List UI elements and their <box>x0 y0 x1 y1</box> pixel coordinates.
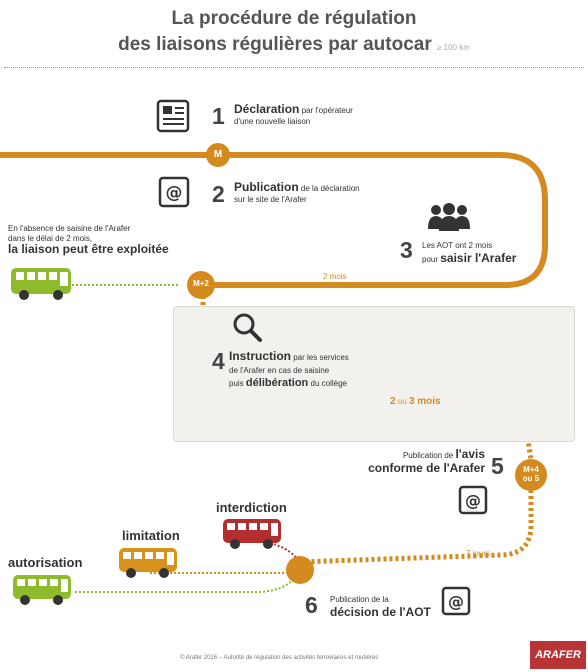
instruction-panel <box>173 306 575 442</box>
document-icon <box>155 98 191 139</box>
step-1-line2: d'une nouvelle liaison <box>234 117 311 126</box>
step-2-rest: de la déclaration <box>300 184 360 193</box>
step-2-title: Publication <box>234 180 299 194</box>
step-4-line2: de l'Arafer en cas de saisine <box>229 366 330 375</box>
red-bus-icon <box>222 517 282 556</box>
duration-2-3-mois: 2 ou 3 mois <box>390 396 441 407</box>
step-1-title: Déclaration <box>234 102 300 116</box>
left-note: En l'absence de saisine de l'Arafer dans… <box>8 224 198 256</box>
web-document-icon: @ <box>157 175 191 214</box>
node-m45-label-1: M+4 <box>523 465 539 474</box>
duration-2-3-pre: 2 <box>390 396 396 407</box>
step-6-text: Publication de la décision de l'AOT <box>330 594 470 620</box>
step-6-number: 6 <box>305 592 318 618</box>
step-4-title: Instruction <box>229 349 291 363</box>
step-4-pre3: puis <box>229 379 244 388</box>
magnifier-icon <box>232 312 262 347</box>
duration-2-mois: 2 mois <box>323 272 347 281</box>
svg-text:@: @ <box>465 491 481 510</box>
left-note-line1: En l'absence de saisine de l'Arafer <box>8 224 131 233</box>
step-3-text: Les AOT ont 2 mois pour saisir l'Arafer <box>422 240 542 266</box>
duration-2-3-mid: ou <box>397 397 407 406</box>
node-m <box>206 143 230 167</box>
step-5-line1: Publication de <box>402 451 454 460</box>
step-6-line1: Publication de la <box>330 595 389 604</box>
step-4-number: 4 <box>212 348 225 374</box>
step-1-text: Déclaration par l'opérateur d'une nouvel… <box>234 102 394 127</box>
label-interdiction: interdiction <box>216 500 287 515</box>
step-4-rest3: du collège <box>310 379 347 388</box>
step-5-line2: conforme de l'Arafer <box>368 461 485 475</box>
label-autorisation: autorisation <box>8 555 83 570</box>
step-4-title3: délibération <box>245 377 309 389</box>
step-1-number: 1 <box>212 103 225 129</box>
step-5-title: l'avis <box>455 447 485 461</box>
step-3-line1: Les AOT ont 2 mois <box>422 241 493 250</box>
orange-bus-icon <box>118 546 178 585</box>
step-1-rest: par l'opérateur <box>301 106 353 115</box>
people-group-icon <box>427 203 471 236</box>
web-document-icon-6: @ <box>440 585 472 622</box>
node-m2 <box>187 271 215 299</box>
step-3-number: 3 <box>400 237 413 263</box>
left-note-line3: la liaison peut être exploitée <box>8 242 169 256</box>
node-m2-label: M+2 <box>193 279 209 288</box>
step-5-number: 5 <box>491 453 504 479</box>
step-4-rest: par les services <box>293 353 349 362</box>
green-bus-icon <box>10 266 72 307</box>
title-divider <box>4 67 584 68</box>
node-final <box>286 556 314 584</box>
step-3-pre: pour <box>422 255 439 264</box>
track-main <box>0 152 548 288</box>
track-dashed-2 <box>299 490 534 565</box>
step-5-text: Publication de l'avis conforme de l'Araf… <box>365 448 485 476</box>
track-branch-autorisation-bottom <box>75 571 299 593</box>
page-title: La procédure de régulation des liaisons … <box>0 6 588 61</box>
step-2-number: 2 <box>212 181 225 207</box>
node-m-label: M <box>213 149 223 160</box>
green-bus-icon-2 <box>12 573 72 612</box>
step-2-text: Publication de la déclaration sur le sit… <box>234 180 404 205</box>
node-m45-label-2: ou 5 <box>522 474 540 483</box>
title-line-2: des liaisons régulières par autocar <box>118 34 432 55</box>
duration-7-jours: 7 jours <box>466 549 491 558</box>
title-line-1: La procédure de régulation <box>171 8 417 29</box>
duration-2-3-post: 3 mois <box>408 396 441 407</box>
left-note-line2: dans le délai de 2 mois, <box>8 234 93 243</box>
svg-text:@: @ <box>448 592 464 611</box>
step-2-line2: sur le site de l'Arafer <box>234 195 307 204</box>
web-document-icon-5: @ <box>457 484 489 521</box>
step-3-title: saisir l'Arafer <box>440 251 517 265</box>
step-6-title: décision de l'AOT <box>330 605 431 619</box>
footer-credit: © Arafer 2016 – Autorité de régulation d… <box>180 655 379 661</box>
arafer-logo: ARAFER <box>530 641 586 669</box>
node-m45 <box>515 459 547 491</box>
step-4-text: Instruction par les services de l'Arafer… <box>229 350 409 390</box>
title-note: ≥ 100 km <box>437 43 470 52</box>
label-limitation: limitation <box>122 528 180 543</box>
svg-text:@: @ <box>166 183 183 203</box>
